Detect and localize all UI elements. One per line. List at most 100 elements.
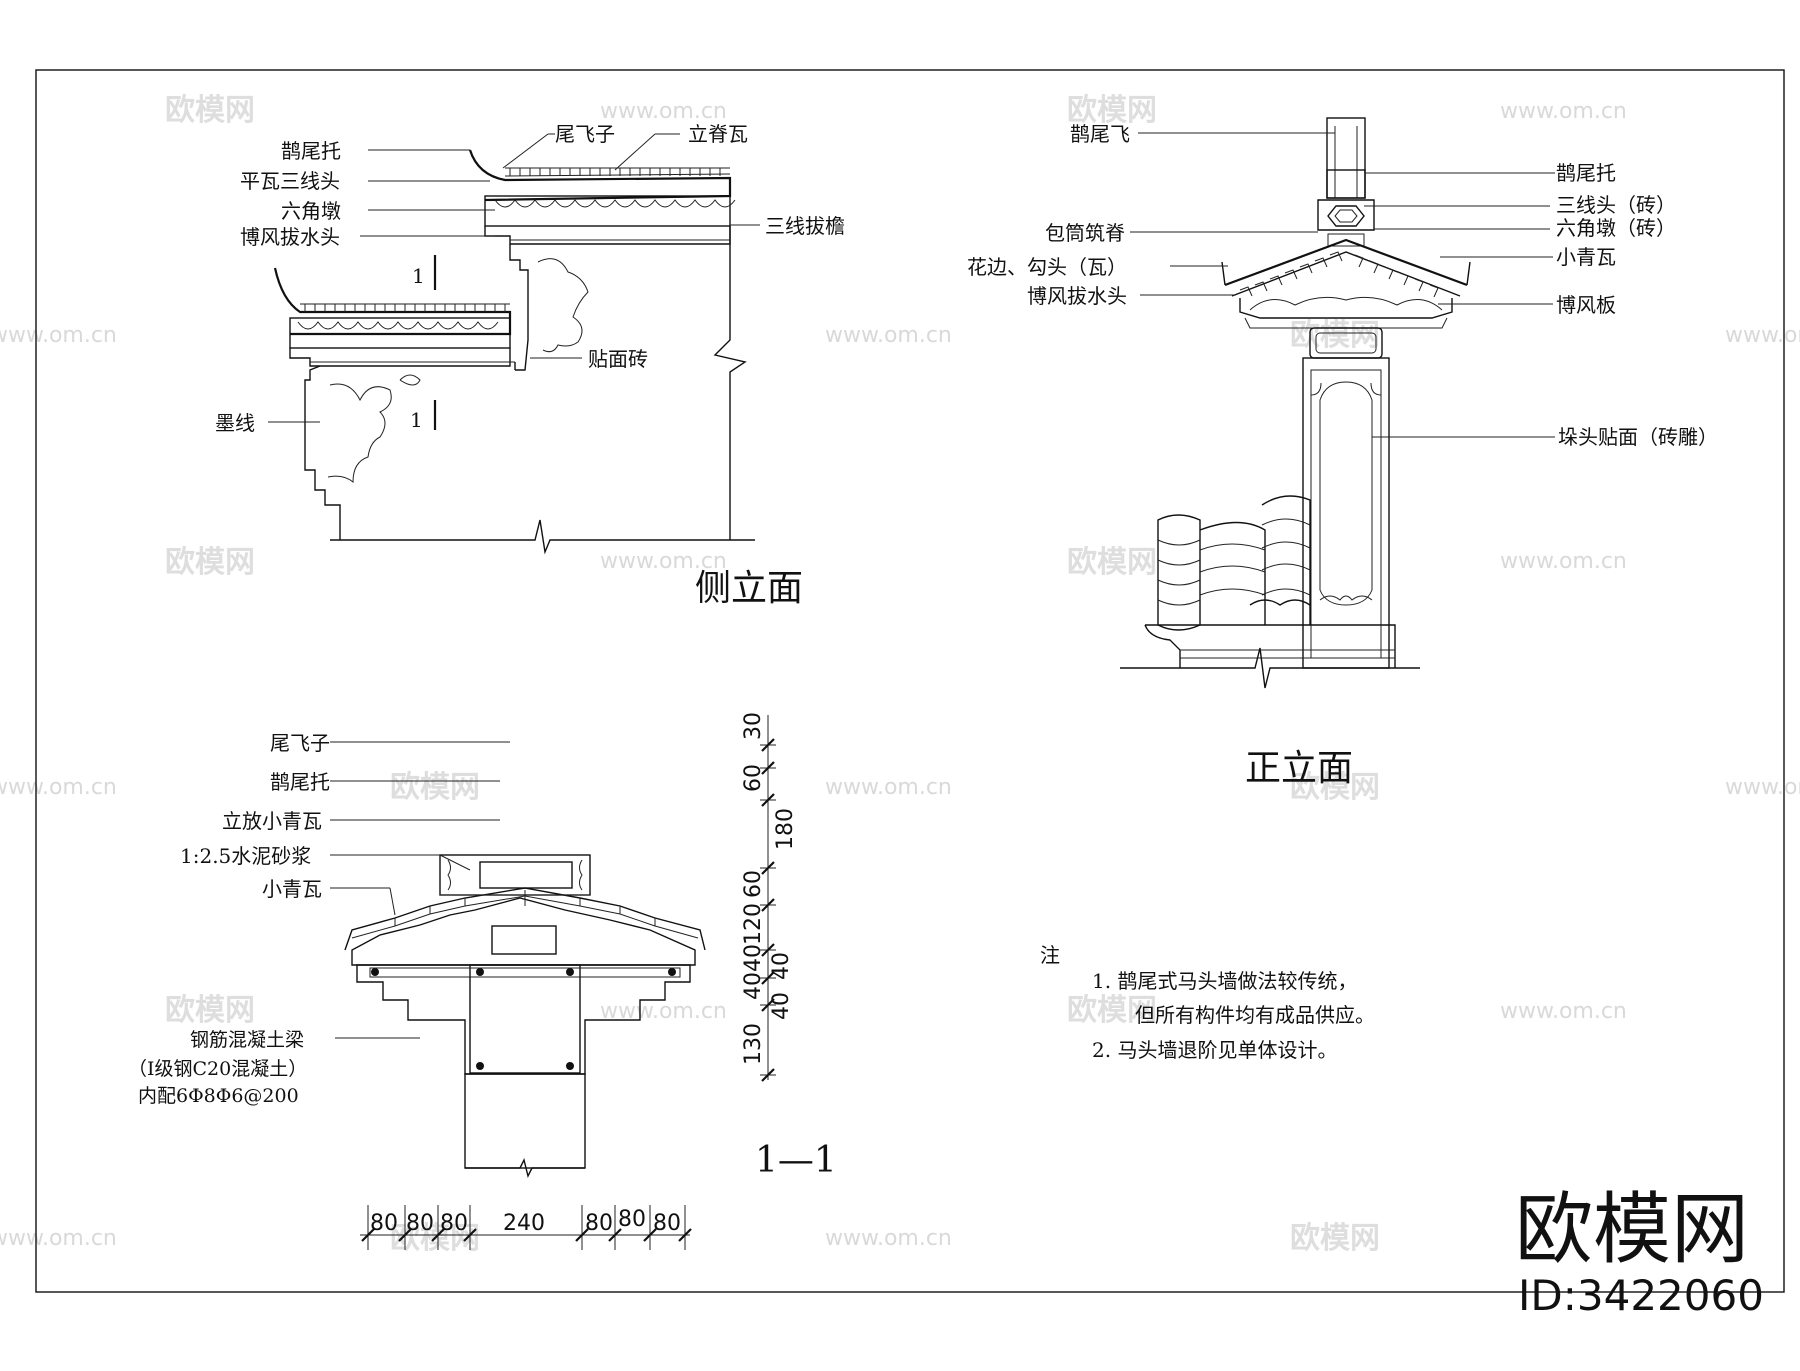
- watermark-site: www.om.cn: [825, 323, 952, 348]
- watermark-name: 欧模网: [165, 545, 255, 580]
- dim-v-120: 120: [741, 903, 766, 945]
- watermark-site: www.om.cn: [1500, 549, 1627, 574]
- watermark-site: www.om.cn: [825, 775, 952, 800]
- side-leaders: [268, 133, 760, 423]
- wall-below: [464, 1073, 586, 1169]
- hexagon-block: [1327, 205, 1365, 227]
- watermark-site: www.om.cn: [0, 775, 117, 800]
- label-liujiaodun: 六角墩: [281, 199, 341, 223]
- queweifei-post: [1326, 117, 1366, 199]
- dim-v-60b: 60: [741, 870, 766, 898]
- label-rc-rebar: 内配6Φ8Φ6@200: [138, 1085, 299, 1107]
- watermark-name: 欧模网: [1290, 318, 1380, 353]
- carving-upper: [537, 258, 589, 353]
- dim-v-180: 180: [773, 808, 798, 850]
- side-elevation-title: 侧立面: [695, 568, 803, 609]
- watermark-name: 欧模网: [165, 93, 255, 128]
- pillar-panel: [1319, 381, 1373, 606]
- dim-h-80d: 80: [585, 1211, 613, 1236]
- watermark-site: www.om.cn: [600, 99, 727, 124]
- label-duotou-tiemian: 垛头贴面（砖雕）: [1558, 425, 1718, 449]
- duotou-pillar: [1302, 357, 1390, 669]
- carving-lower: [327, 383, 392, 484]
- note-item-1: 1. 鹊尾式马头墙做法较传统，: [1092, 969, 1357, 993]
- label-sec-weifeizi: 尾飞子: [270, 731, 330, 755]
- dim-h-80b: 80: [406, 1211, 434, 1236]
- ground-break-line: [330, 519, 755, 555]
- horizontal-dimension-chain: [360, 1205, 692, 1250]
- dim-v-40a: 40: [741, 944, 766, 972]
- dim-h-80a: 80: [370, 1211, 398, 1236]
- watermark-name: 欧模网: [1067, 993, 1157, 1028]
- label-moxian: 墨线: [215, 411, 255, 435]
- sheet-border: [35, 69, 1785, 1293]
- gable-roof: [1224, 238, 1468, 287]
- section-mark-top: 1: [412, 264, 425, 288]
- section-title: 1—1: [755, 1140, 837, 1181]
- label-cement-mortar: 1:2.5水泥砂浆: [180, 844, 311, 868]
- dim-h-240: 240: [503, 1211, 545, 1236]
- watermark-name: 欧模网: [165, 993, 255, 1028]
- front-elevation-title: 正立面: [1245, 748, 1353, 789]
- label-bofengban: 博风板: [1556, 293, 1616, 317]
- rc-beam: [356, 964, 691, 1075]
- notes-heading: 注: [1040, 943, 1060, 967]
- brand-logo-text: 欧模网: [1515, 1185, 1749, 1275]
- label-liujiaodun-zhuan: 六角墩（砖）: [1556, 216, 1676, 240]
- dim-h-80e: 80: [618, 1207, 646, 1232]
- watermark-site: www.om.cn: [1500, 999, 1627, 1024]
- wall-break-line: [713, 226, 747, 540]
- note-item-1-cont: 但所有构件均有成品供应。: [1135, 1003, 1375, 1027]
- label-lijiwa: 立脊瓦: [688, 122, 748, 146]
- section-leaders: [330, 741, 510, 1039]
- label-sec-queweituo: 鹊尾托: [270, 770, 330, 794]
- label-queweituo: 鹊尾托: [281, 139, 341, 163]
- section-1-1: 尾飞子 鹊尾托 立放小青瓦 1:2.5水泥砂浆 小青瓦 钢筋混凝土梁 （Ⅰ级钢C…: [128, 712, 837, 1250]
- front-leaders: [1130, 132, 1555, 438]
- side-elevation: 1 1 鹊尾托 平瓦三线头 六角墩 博风拔水头 墨线 尾飞子 立脊瓦 三线拔檐 …: [215, 122, 845, 609]
- label-rc-beam: 钢筋混凝土梁: [190, 1029, 304, 1051]
- dim-v-60: 60: [741, 764, 766, 792]
- mortar-bed: [351, 897, 696, 966]
- label-tiemianzhuan: 贴面砖: [588, 347, 648, 371]
- dim-v-130: 130: [741, 1023, 766, 1065]
- watermark-site: www.om.cn: [0, 1226, 117, 1251]
- label-rc-spec: （Ⅰ级钢C20混凝土）: [128, 1058, 307, 1080]
- lower-wall-profile: [304, 365, 341, 540]
- watermark-site: www.om.cn: [1725, 775, 1800, 800]
- notes-block: 注 1. 鹊尾式马头墙做法较传统， 但所有构件均有成品供应。 2. 马头墙退阶见…: [1040, 943, 1375, 1062]
- label-bofeng-bashuitou: 博风拔水头: [240, 225, 340, 249]
- watermark-layer: 欧模网 www.om.cn 欧模网 www.om.cn www.om.cn ww…: [0, 93, 1800, 1256]
- front-base: [1145, 624, 1396, 668]
- watermark-site: www.om.cn: [1500, 99, 1627, 124]
- watermark-name: 欧模网: [1290, 1221, 1380, 1256]
- vertical-dimension-chain: [760, 715, 776, 1082]
- dim-v-30: 30: [741, 712, 766, 740]
- dim-v-40d: 40: [769, 992, 794, 1020]
- dim-h-80f: 80: [653, 1211, 681, 1236]
- label-pingwa-sanxiantou: 平瓦三线头: [240, 169, 340, 193]
- watermark-name: 欧模网: [1067, 93, 1157, 128]
- lower-tile-row: [289, 317, 511, 349]
- watermark-site: www.om.cn: [600, 549, 727, 574]
- label-weifeizi: 尾飞子: [555, 122, 615, 146]
- dim-h-80c: 80: [440, 1211, 468, 1236]
- label-sanxian-bayan: 三线拔檐: [765, 214, 845, 238]
- watermark-name: 欧模网: [390, 770, 480, 805]
- front-elevation: 鹊尾飞 包筒筑脊 花边、勾头（瓦） 博风拔水头 鹊尾托 三线头（砖） 六角墩（砖…: [967, 117, 1718, 789]
- bofeng-carving: [1249, 296, 1443, 311]
- dim-v-40c: 40: [741, 972, 766, 1000]
- label-lifang-xiaoqingwa: 立放小青瓦: [222, 809, 322, 833]
- watermark-name: 欧模网: [1290, 770, 1380, 805]
- label-queweifei: 鹊尾飞: [1070, 122, 1130, 146]
- watermark-site: www.om.cn: [1725, 323, 1800, 348]
- watermark-site: www.om.cn: [0, 323, 117, 348]
- label-front-bofeng-bashuitou: 博风拔水头: [1027, 284, 1127, 308]
- front-ground-break: [1120, 647, 1420, 689]
- dim-v-40b: 40: [769, 952, 794, 980]
- brand-id: ID:3422060: [1518, 1271, 1764, 1320]
- label-sec-xiaoqingwa: 小青瓦: [262, 877, 322, 901]
- label-sanxiantou-zhuan: 三线头（砖）: [1556, 193, 1676, 217]
- upper-tile-row: [484, 195, 731, 227]
